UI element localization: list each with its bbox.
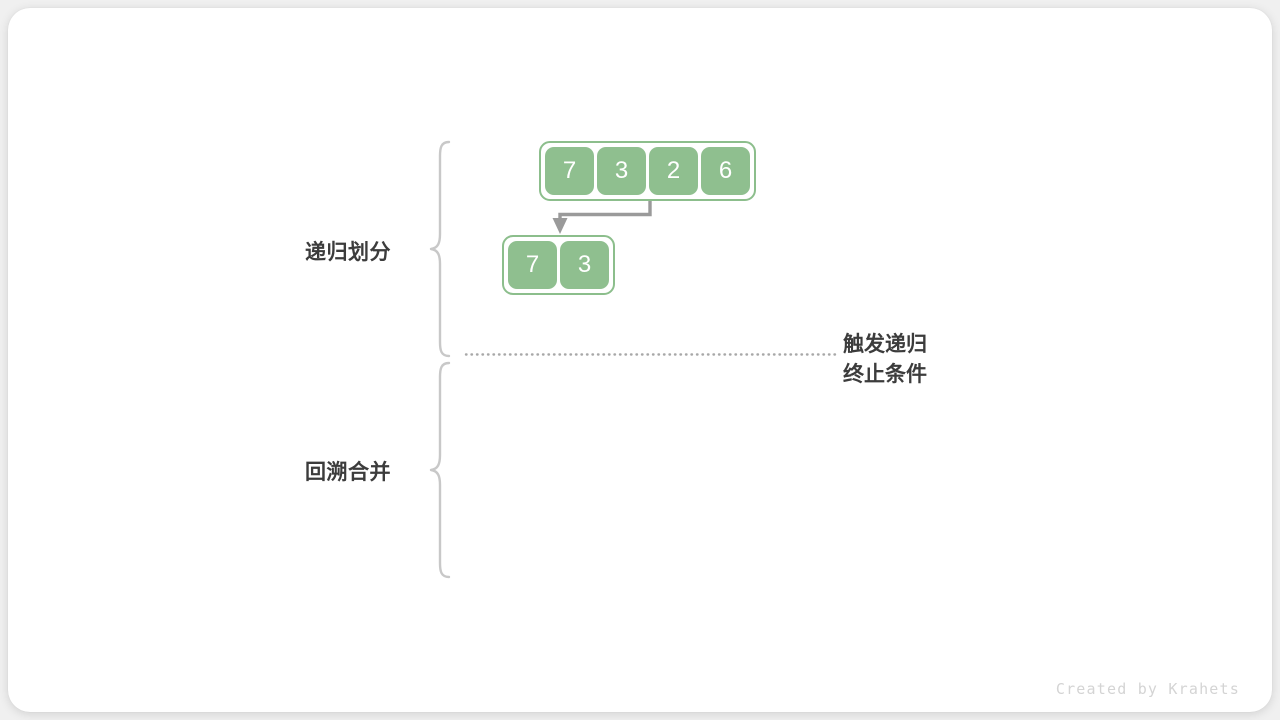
watermark-credit: Created by Krahets <box>1055 680 1240 698</box>
divide-arrow <box>552 197 652 234</box>
arrowhead-icon <box>552 218 568 234</box>
left-subarray: 7 3 <box>502 235 615 295</box>
divide-bracket-icon <box>429 140 451 358</box>
array-cell: 7 <box>508 241 557 289</box>
root-array: 7 3 2 6 <box>539 141 756 201</box>
recursion-terminate-annotation: 触发递归 终止条件 <box>843 330 927 390</box>
white-card <box>8 8 1272 712</box>
terminate-annotation-line-1: 触发递归 <box>843 333 927 356</box>
array-cell: 6 <box>701 147 750 195</box>
array-cell: 3 <box>560 241 609 289</box>
array-cell: 2 <box>649 147 698 195</box>
array-cell: 3 <box>597 147 646 195</box>
array-cell: 7 <box>545 147 594 195</box>
phase-label-merge: 回溯合并 <box>305 461 391 484</box>
phase-label-divide: 递归划分 <box>305 241 391 264</box>
terminate-annotation-line-2: 终止条件 <box>843 363 927 386</box>
merge-bracket-icon <box>429 361 451 579</box>
